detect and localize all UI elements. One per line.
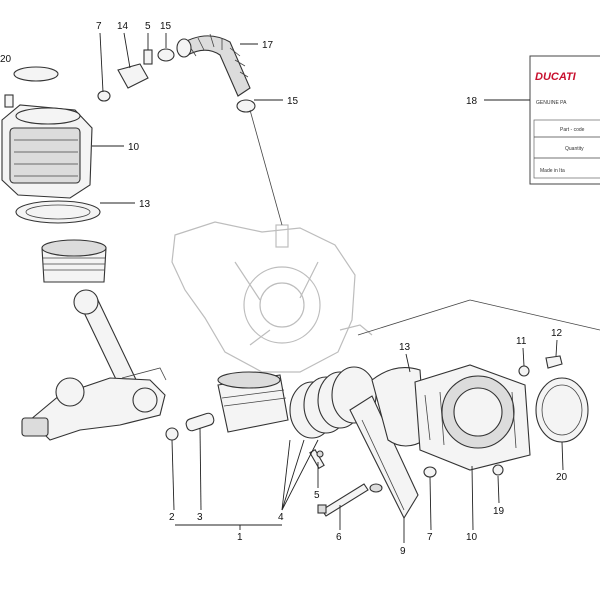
callout-20-bot: 20: [556, 472, 568, 483]
callout-10-top: 10: [128, 142, 140, 153]
callout-1: 1: [237, 532, 243, 543]
leader-lines: [92, 32, 564, 543]
stud-bolt: [309, 448, 325, 470]
callout-6: 6: [336, 532, 342, 543]
callout-17: 17: [262, 40, 274, 51]
o-ring-small-right: [492, 464, 504, 476]
callout-15-mid: 15: [287, 96, 299, 107]
long-screw: [317, 483, 369, 517]
o-ring-head: [518, 365, 530, 377]
crankshaft: [21, 367, 167, 441]
hose-clamp-top: [157, 48, 175, 62]
callout-14: 14: [117, 21, 129, 32]
cylinder-lower: [414, 364, 531, 471]
screw-top: [143, 49, 153, 65]
circlip: [165, 427, 179, 441]
plate-line-1: GENUINE PA: [536, 100, 567, 106]
head-gasket-ring: [535, 377, 589, 443]
piston-lower: [217, 371, 289, 433]
plate-line-4: Made in Ita: [540, 168, 565, 174]
water-hose: [176, 33, 251, 97]
hose-clamp-mid: [236, 99, 256, 113]
callout-12: 12: [551, 328, 563, 339]
base-gasket-left: [15, 200, 101, 224]
gasket-top: [13, 66, 59, 82]
callout-18: 18: [466, 96, 478, 107]
parts-label-plate: DUCATI GENUINE PA Part - code Quantity M…: [529, 55, 600, 185]
o-ring-top: [97, 90, 111, 102]
dowel-pin: [545, 355, 563, 369]
callout-19: 19: [493, 506, 505, 517]
callout-4: 4: [278, 512, 284, 523]
o-ring-lower: [423, 466, 437, 478]
plate-line-3: Quantity: [565, 146, 584, 152]
gasket-stud-left: [4, 94, 14, 108]
crankcase-outline: [171, 221, 373, 373]
plate-line-2: Part - code: [560, 127, 585, 133]
callout-10-bot: 10: [466, 532, 478, 543]
callout-20-top: 20: [0, 54, 12, 65]
callout-13-mid: 13: [399, 342, 411, 353]
callout-15-top: 15: [160, 21, 172, 32]
callout-9: 9: [400, 546, 406, 557]
callout-7-bot: 7: [427, 532, 433, 543]
callout-5-top: 5: [145, 21, 151, 32]
callout-13-top: 13: [139, 199, 151, 210]
plate-brand: DUCATI: [535, 71, 577, 83]
callout-2: 2: [169, 512, 175, 523]
cylinder-top-left: [1, 104, 93, 199]
callout-5-bot: 5: [314, 490, 320, 501]
callout-numbers: 20 7 14 5 15 17 15 18 10 13 13 11 12 2 3…: [0, 21, 568, 557]
piston-left: [41, 239, 107, 283]
chain-guide: [349, 395, 419, 520]
piston-pin: [185, 412, 215, 432]
callout-3: 3: [197, 512, 203, 523]
callout-7-top: 7: [96, 21, 102, 32]
union-fitting: [117, 63, 149, 89]
callout-11: 11: [516, 336, 527, 347]
